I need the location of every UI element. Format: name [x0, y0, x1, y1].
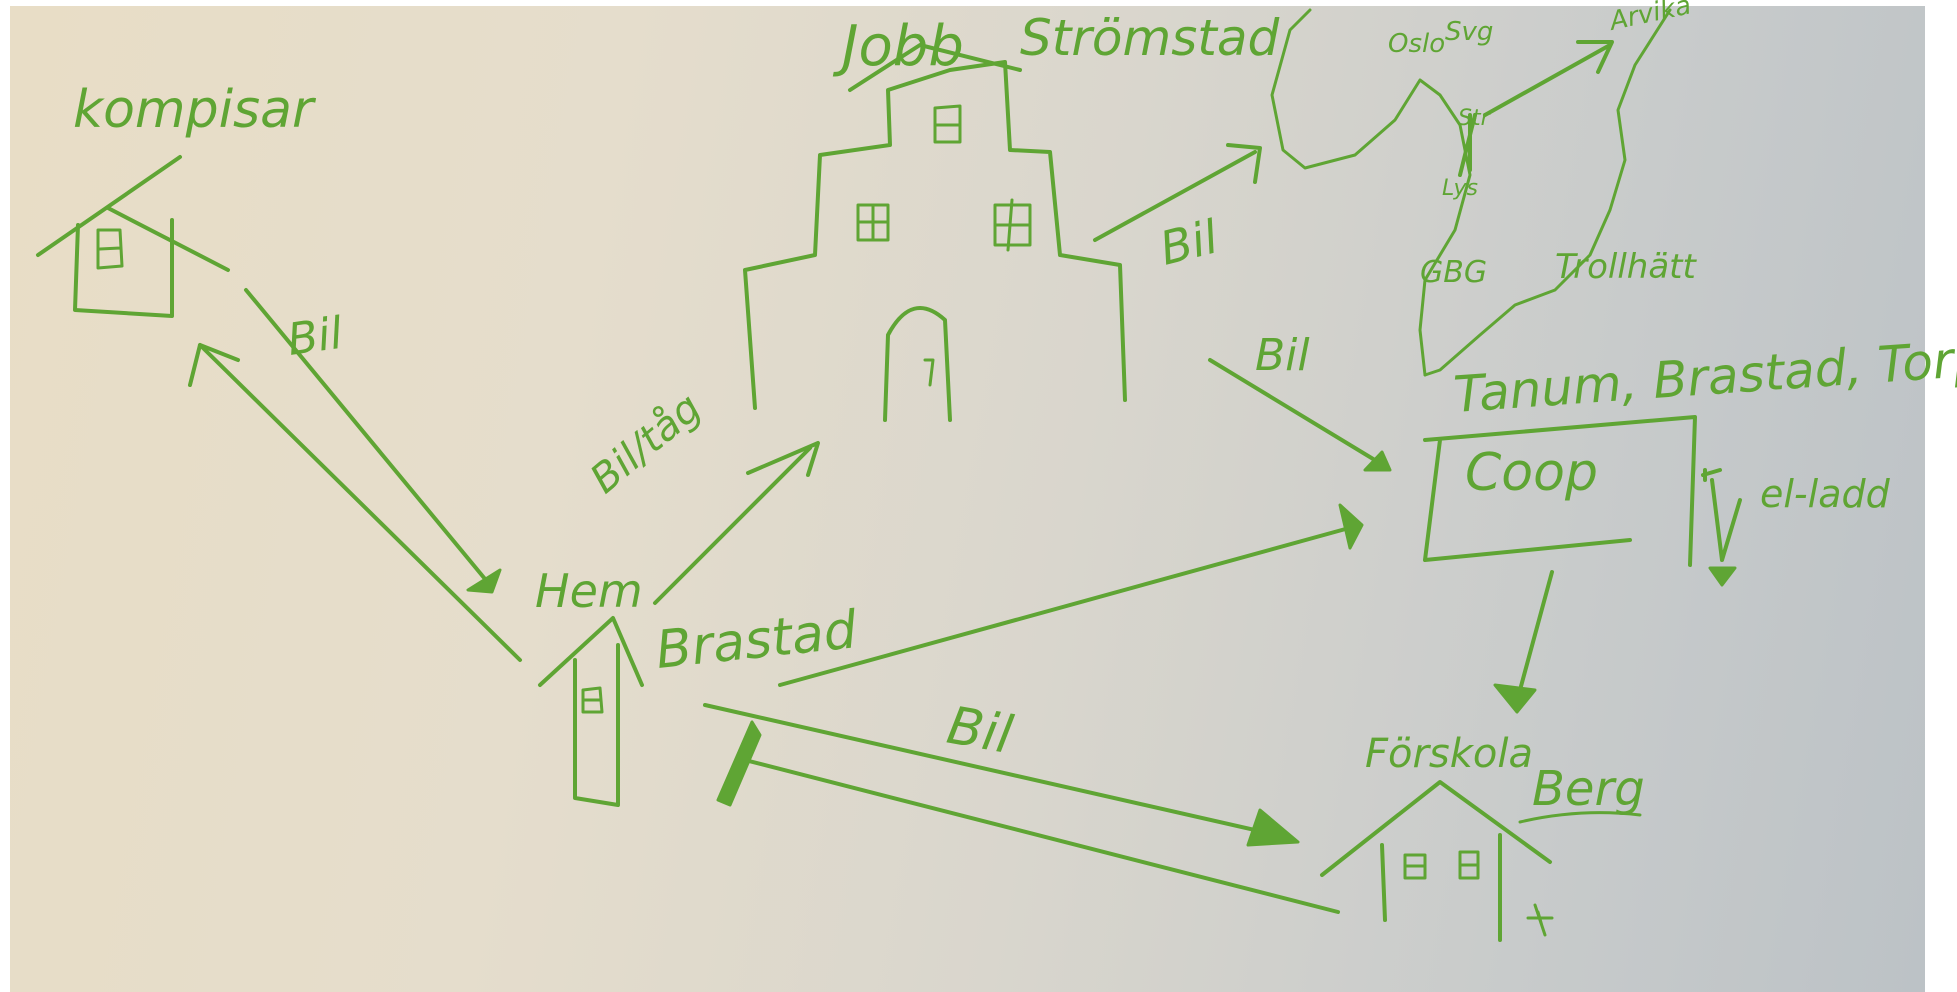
jobb-place-label: Strömstad — [1020, 9, 1279, 67]
jobb-building-icon — [745, 45, 1125, 420]
coop-charger-label: el-ladd — [1760, 472, 1891, 516]
edge-label-jobb-coop: Bil — [1255, 330, 1310, 381]
map-str-label: Str — [1458, 106, 1492, 131]
hem-label: Hem — [535, 564, 643, 618]
kompisar-label: kompisar — [73, 80, 317, 140]
hem-place-label: Brastad — [653, 600, 860, 681]
edge-label-jobb-map: Bil — [1155, 209, 1224, 275]
edge-label-hem-jobb: Bil/tåg — [582, 385, 710, 503]
hem-house-icon — [540, 618, 642, 805]
coop-places-label: Tanum, Brastad, Torp. — [1452, 328, 1957, 424]
jobb-label: Jobb — [832, 14, 964, 79]
arrow-coop-to-forskola — [1495, 572, 1552, 712]
edge-label-hem-kompisar: Bil — [284, 308, 346, 366]
arrow-kompisar-to-hem — [246, 290, 500, 592]
forskola-house-icon — [1322, 782, 1552, 940]
edge-label-hem-forskola: Bil — [943, 696, 1018, 766]
map-arvika-label: Arvika — [1605, 0, 1693, 37]
arrow-forskola-to-hem — [718, 722, 1338, 912]
map-svinesund-label: Svg — [1445, 17, 1493, 47]
arrow-hem-to-kompisar — [190, 345, 520, 660]
map-trollhattan-label: Trollhätt — [1555, 247, 1698, 287]
kompisar-house-icon — [38, 157, 228, 316]
map-oslo-label: Oslo — [1388, 29, 1445, 59]
arrow-hem-to-coop — [780, 505, 1362, 685]
map-gbg-label: GBG — [1420, 255, 1487, 290]
coop-label: Coop — [1465, 443, 1598, 503]
map-lys-label: Lys — [1442, 176, 1478, 201]
forskola-place-label: Berg — [1532, 761, 1645, 817]
forskola-label: Förskola — [1365, 731, 1533, 777]
arrow-hem-to-jobb — [655, 443, 818, 603]
